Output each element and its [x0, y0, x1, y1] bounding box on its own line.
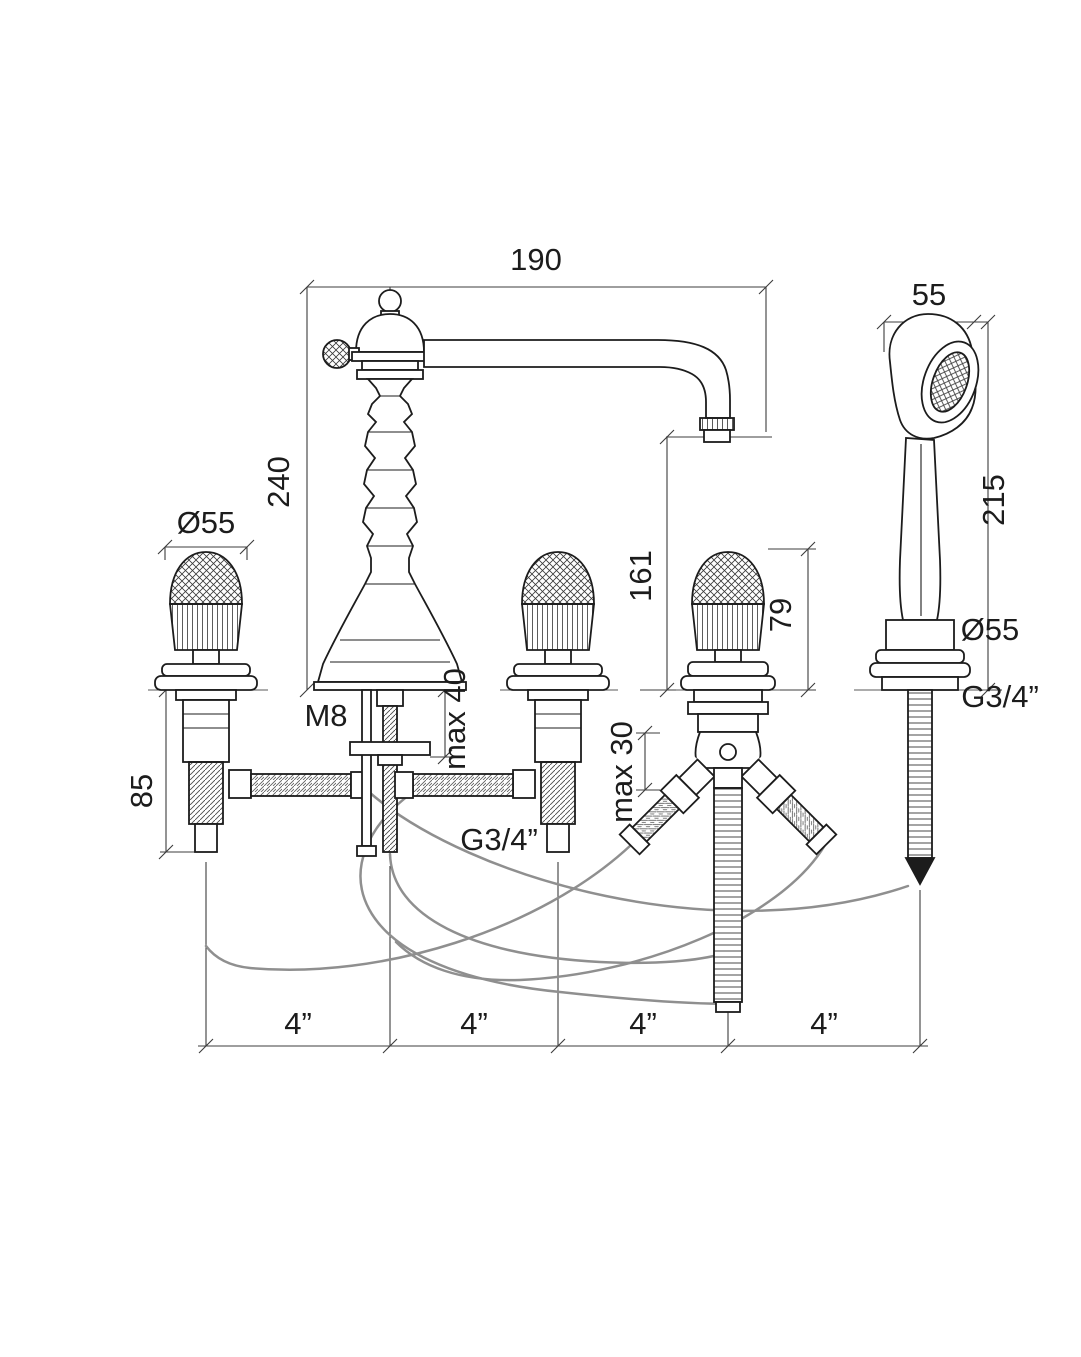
diverter-hose-end: [715, 1001, 741, 1013]
dim-dia55-line: [157, 539, 255, 560]
middle-port-nut: [394, 771, 414, 799]
spout-aerator-ring: [699, 417, 735, 431]
label-hole-spacing-1: 4”: [284, 1006, 312, 1041]
spout-aerator-tip: [703, 429, 731, 443]
left-handle-skirt: [168, 603, 244, 651]
spout-rod-foot: [356, 845, 377, 857]
label-underdeck-depth: 85: [124, 774, 159, 808]
left-valve-body: [182, 699, 230, 763]
diverter-center-hose: [713, 787, 743, 1003]
dim-161-line: [640, 429, 690, 698]
left-handle: [154, 551, 370, 853]
diverter-escutcheon-base: [680, 675, 776, 691]
spout-arm: [423, 339, 731, 419]
middle-handle-escutcheon-base: [506, 675, 610, 691]
spout-side-knob: [322, 339, 352, 369]
hose-curve-1: [367, 790, 910, 913]
middle-valve-thread: [540, 761, 576, 825]
diverter-assembly: [618, 551, 838, 1013]
handshower-assembly: [869, 313, 980, 886]
label-handshower-width: 55: [912, 277, 946, 312]
diverter-collar-1: [693, 689, 763, 703]
handshower-handle: [898, 437, 942, 621]
handshower-flange-2: [869, 662, 971, 678]
hose-curve-4: [394, 843, 827, 982]
diverter-pull-knob: [719, 743, 737, 761]
spout-assembly: [313, 289, 735, 857]
dim-79-line: [768, 541, 816, 698]
handshower-hose: [907, 689, 933, 859]
label-max-deck-spout: max 40: [437, 668, 472, 770]
label-hole-spacing-3: 4”: [629, 1006, 657, 1041]
left-valve-tip: [194, 823, 218, 853]
label-handle-height: 79: [763, 598, 798, 632]
hose-curve-5: [388, 852, 724, 965]
spout-mounting-rod: [361, 689, 372, 847]
spout-cap-flange: [351, 351, 429, 362]
spout-bracket-nut: [377, 754, 403, 766]
diverter-skirt: [690, 603, 766, 651]
label-spout-height: 240: [261, 456, 296, 508]
dimension-lines: [157, 279, 1002, 1054]
label-handshower-height: 215: [976, 474, 1011, 526]
label-handshower-connection: G3/4”: [961, 679, 1039, 714]
middle-valve-tip: [546, 823, 570, 853]
middle-handle-neck: [544, 649, 572, 665]
dim-215-line: [958, 314, 1002, 698]
middle-handle: [394, 551, 610, 853]
middle-valve-body: [534, 699, 582, 763]
label-hole-spacing-2: 4”: [460, 1006, 488, 1041]
label-connection-thread: G3/4”: [460, 822, 538, 857]
left-port-hex: [228, 769, 252, 799]
diverter-escutcheon-top: [687, 661, 769, 677]
spout-stud-collar: [376, 689, 404, 707]
diverter-knob-dome: [691, 551, 765, 605]
label-handle-diameter: Ø55: [177, 505, 236, 540]
label-outlet-height: 161: [623, 550, 658, 602]
diverter-right-arm: [738, 756, 838, 856]
left-port-hose: [250, 773, 352, 797]
left-handle-escutcheon-base: [154, 675, 258, 691]
left-handle-neck: [192, 649, 220, 665]
diverter-collar-2: [687, 701, 769, 715]
hose-curve-3: [204, 843, 633, 972]
middle-handle-escutcheon-top: [513, 663, 603, 677]
left-handle-escutcheon-top: [161, 663, 251, 677]
spout-column: [316, 378, 464, 683]
dim-max30-line: [636, 725, 660, 798]
middle-port-hose: [412, 773, 514, 797]
diverter-collar-3: [697, 713, 759, 733]
dim-240-line: [299, 287, 315, 698]
left-valve-thread: [188, 761, 224, 825]
middle-port-hex: [512, 769, 536, 799]
handshower-flange-3: [881, 676, 959, 691]
label-max-deck-diverter: max 30: [604, 721, 639, 823]
spout-cap-dome: [355, 313, 425, 353]
dimension-labels: 190 55 240 161 215 Ø55 Ø55 79 85 M8 max …: [124, 242, 1039, 1041]
dim-spacing-line: [198, 862, 928, 1054]
middle-valve-flange: [527, 689, 589, 701]
label-handshower-base-diameter: Ø55: [961, 612, 1020, 647]
handshower-spray-face: [920, 340, 980, 424]
left-handle-knob-dome: [169, 551, 243, 605]
diverter-left-arm: [618, 756, 718, 856]
handshower-hose-arrow: [904, 857, 936, 886]
label-spout-reach: 190: [510, 242, 562, 277]
middle-handle-skirt: [520, 603, 596, 651]
handshower-base-block: [885, 619, 955, 651]
label-hole-spacing-4: 4”: [810, 1006, 838, 1041]
diverter-neck: [714, 649, 742, 663]
diverter-outlet: [713, 767, 743, 789]
middle-handle-knob-dome: [521, 551, 595, 605]
left-valve-flange: [175, 689, 237, 701]
spout-mounting-bracket: [349, 741, 431, 756]
spout-finial-ball: [378, 289, 402, 313]
handshower-flange-1: [875, 649, 965, 664]
label-stud-thread: M8: [304, 698, 347, 733]
